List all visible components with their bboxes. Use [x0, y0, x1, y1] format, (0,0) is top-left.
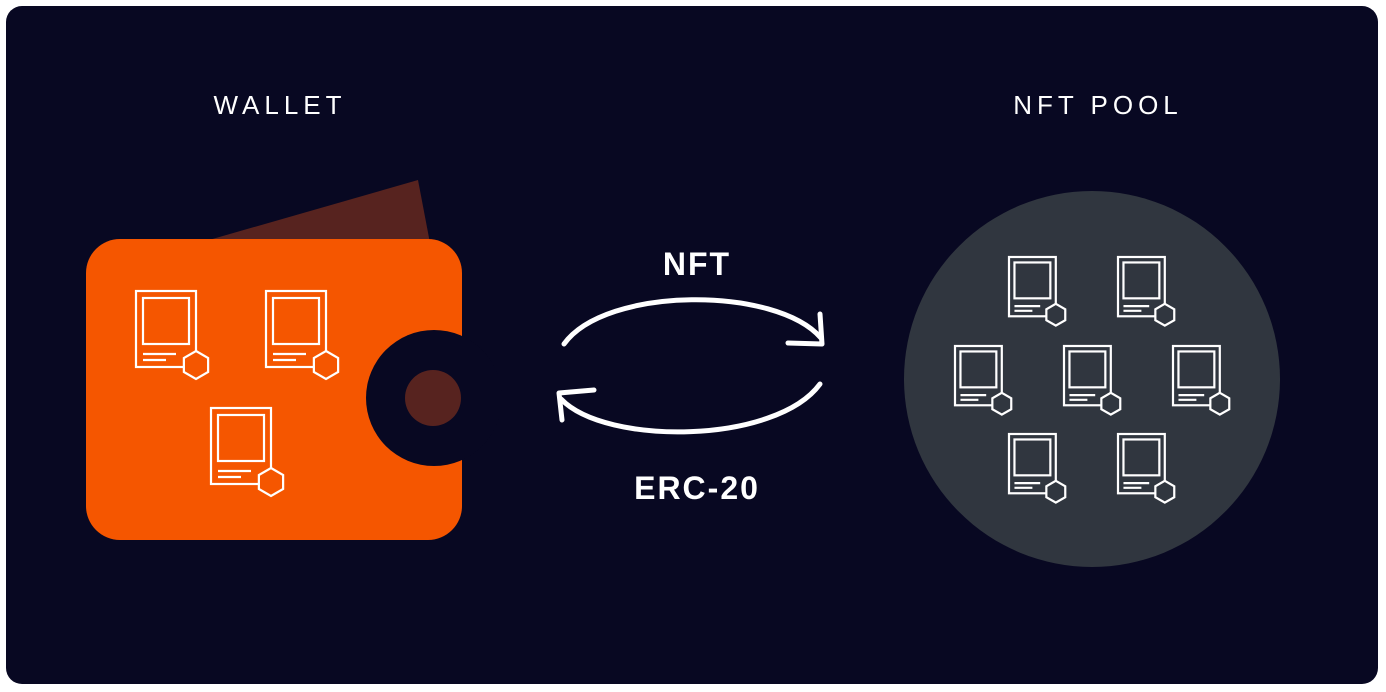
nft-token-icon — [1171, 344, 1231, 416]
diagram-artwork — [6, 6, 1378, 684]
nft-token-icon — [209, 406, 285, 498]
nft-token-icon — [1116, 255, 1176, 327]
arrow-to-pool — [561, 297, 824, 347]
arrow-to-wallet-head — [556, 387, 597, 423]
nft-token-icon — [1007, 432, 1067, 504]
nft-token-icon — [1007, 255, 1067, 327]
nft-token-icon — [953, 344, 1013, 416]
nft-pool-icon — [904, 191, 1280, 567]
pool-circle — [904, 191, 1280, 567]
nft-token-icon — [134, 289, 210, 381]
wallet-nft-group — [134, 289, 340, 498]
wallet-body — [86, 239, 462, 540]
wallet-clasp-button — [405, 370, 461, 426]
arrow-to-wallet — [558, 381, 823, 435]
pool-nft-group — [953, 255, 1231, 504]
wallet-icon — [86, 180, 502, 540]
arrow-to-pool-head — [785, 311, 825, 347]
wallet-heading: WALLET — [213, 90, 347, 120]
exchange-arrows-icon — [556, 297, 825, 435]
nft-pool-heading: NFT POOL — [1013, 90, 1183, 120]
diagram-panel: WALLET NFT POOL NFT ERC-20 — [6, 6, 1378, 684]
nft-transfer-label: NFT — [662, 246, 732, 282]
nft-token-icon — [264, 289, 340, 381]
nft-token-icon — [1116, 432, 1176, 504]
nft-token-icon — [1062, 344, 1122, 416]
erc20-transfer-label: ERC-20 — [634, 470, 760, 506]
